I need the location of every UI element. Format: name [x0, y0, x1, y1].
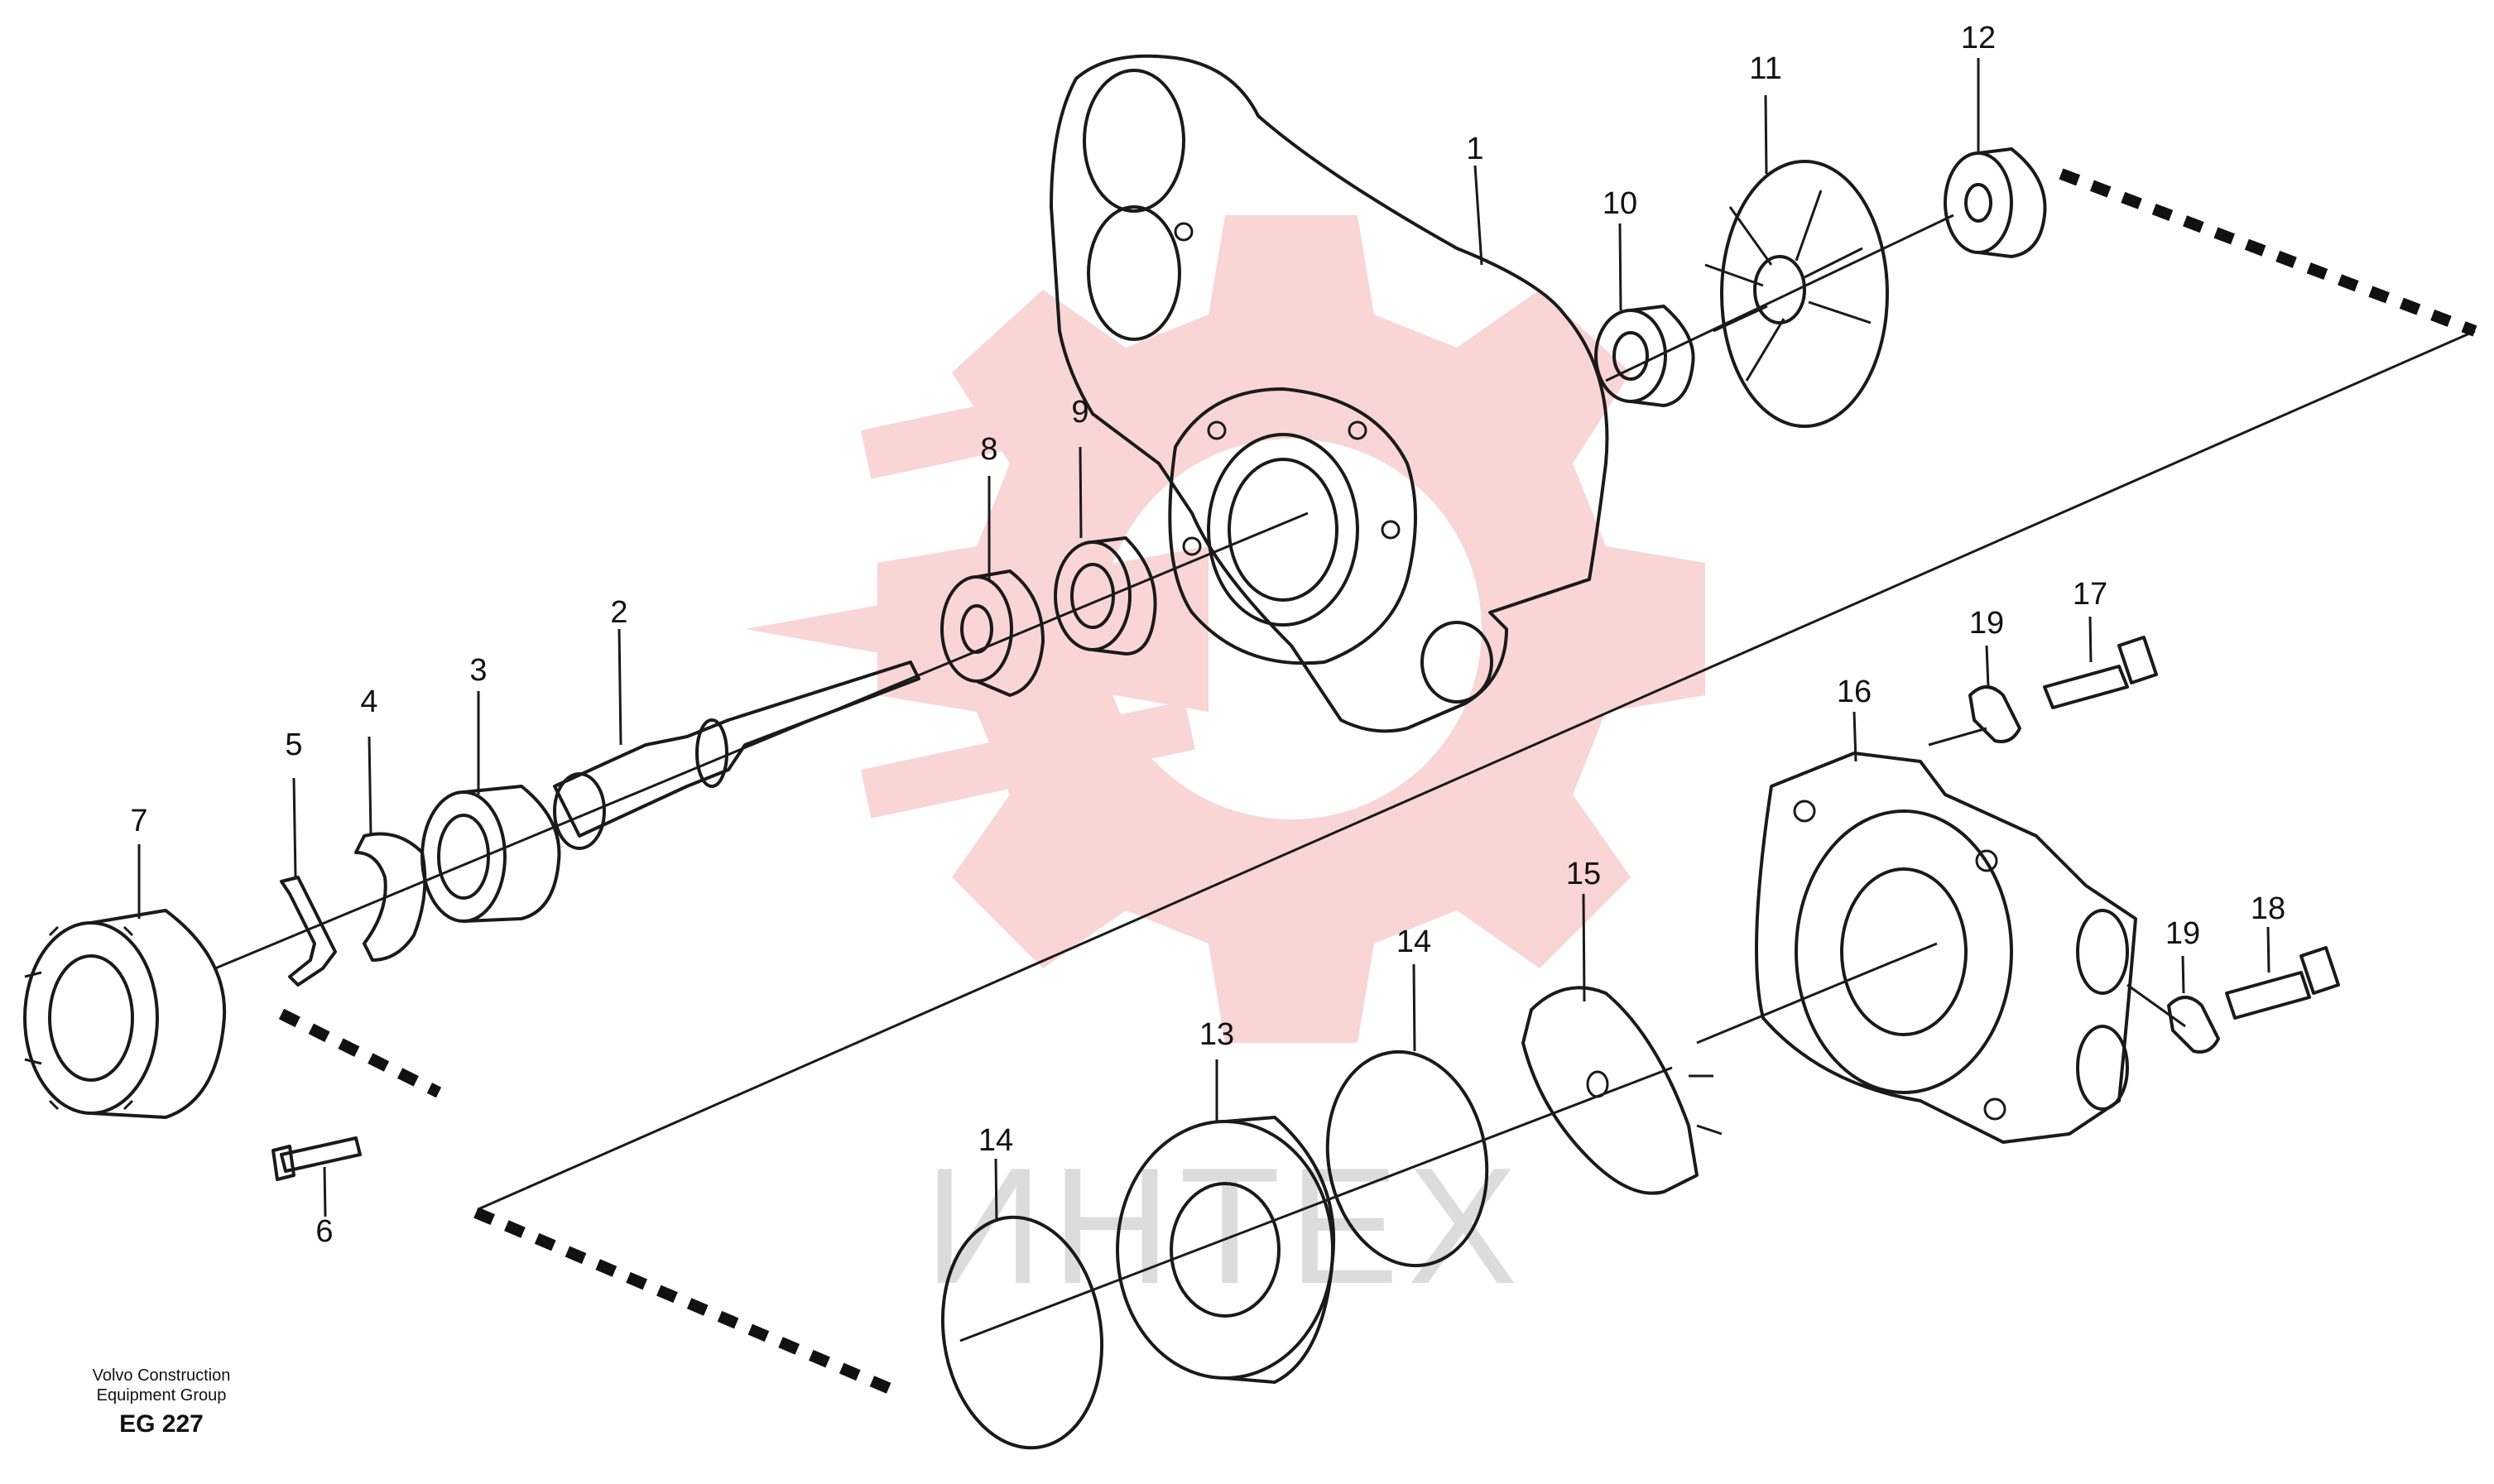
seal-ring-12	[1944, 147, 2047, 258]
o-ring-14-right	[1325, 1049, 1489, 1268]
callout-17: 17	[2073, 577, 2107, 612]
centre-lines	[214, 214, 2476, 1342]
drawing-code: EG 227	[119, 1410, 204, 1438]
callout-5: 5	[285, 728, 302, 762]
callout-12: 12	[1961, 21, 1996, 55]
footer-caption: Volvo Construction Equipment Group EG 22…	[66, 1366, 257, 1438]
callout-4: 4	[360, 684, 377, 719]
seal-10	[1594, 305, 1695, 407]
callout-6: 6	[315, 1214, 333, 1249]
o-ring-14-left	[940, 1215, 1104, 1450]
callout-15: 15	[1566, 857, 1601, 891]
footer-line-2: Equipment Group	[96, 1386, 227, 1405]
chain-connectors	[278, 168, 2477, 1396]
callout-19-lower: 19	[2165, 916, 2200, 951]
callout-13: 13	[1199, 1017, 1234, 1052]
footer-line-1: Volvo Construction	[92, 1366, 231, 1385]
callout-10: 10	[1603, 186, 1637, 221]
watermark-text: ИНТЕХ	[924, 1134, 1526, 1318]
leader-lines	[137, 58, 2271, 1222]
impeller-11	[1704, 160, 1889, 428]
seal-13	[1116, 1116, 1336, 1384]
pump-shaft	[553, 660, 920, 850]
bearing-9	[1054, 536, 1157, 656]
washer-19-upper	[1968, 685, 2021, 743]
callout-16: 16	[1837, 675, 1872, 709]
callout-8: 8	[980, 432, 997, 467]
callout-11: 11	[1749, 51, 1781, 86]
callout-1: 1	[1466, 132, 1483, 166]
impeller-15	[1521, 986, 1723, 1195]
clip-5	[280, 876, 337, 987]
pump-cover-16	[1755, 752, 2137, 1144]
seal-8	[940, 569, 1045, 697]
callout-2: 2	[610, 595, 627, 630]
callout-labels: 1 2 3 4 5 6 7 8 9 10 11 12 13 14 14 15 1…	[130, 21, 2285, 1249]
lock-plate-4	[354, 832, 427, 962]
bolt-18	[2225, 946, 2340, 1020]
washer-19-lower	[2167, 996, 2220, 1054]
callout-18: 18	[2251, 891, 2285, 926]
callout-3: 3	[469, 653, 487, 688]
pump-housing	[1050, 54, 1609, 733]
bolt-6	[272, 1136, 362, 1181]
callout-14-right: 14	[1396, 924, 1431, 959]
watermark-logo	[745, 215, 1705, 1043]
drive-gear-7	[23, 909, 227, 1119]
callout-7: 7	[130, 804, 147, 838]
callout-9: 9	[1071, 395, 1088, 430]
callout-14-left: 14	[978, 1123, 1013, 1158]
bolt-17	[2043, 636, 2158, 709]
callout-19-upper: 19	[1969, 606, 2004, 641]
